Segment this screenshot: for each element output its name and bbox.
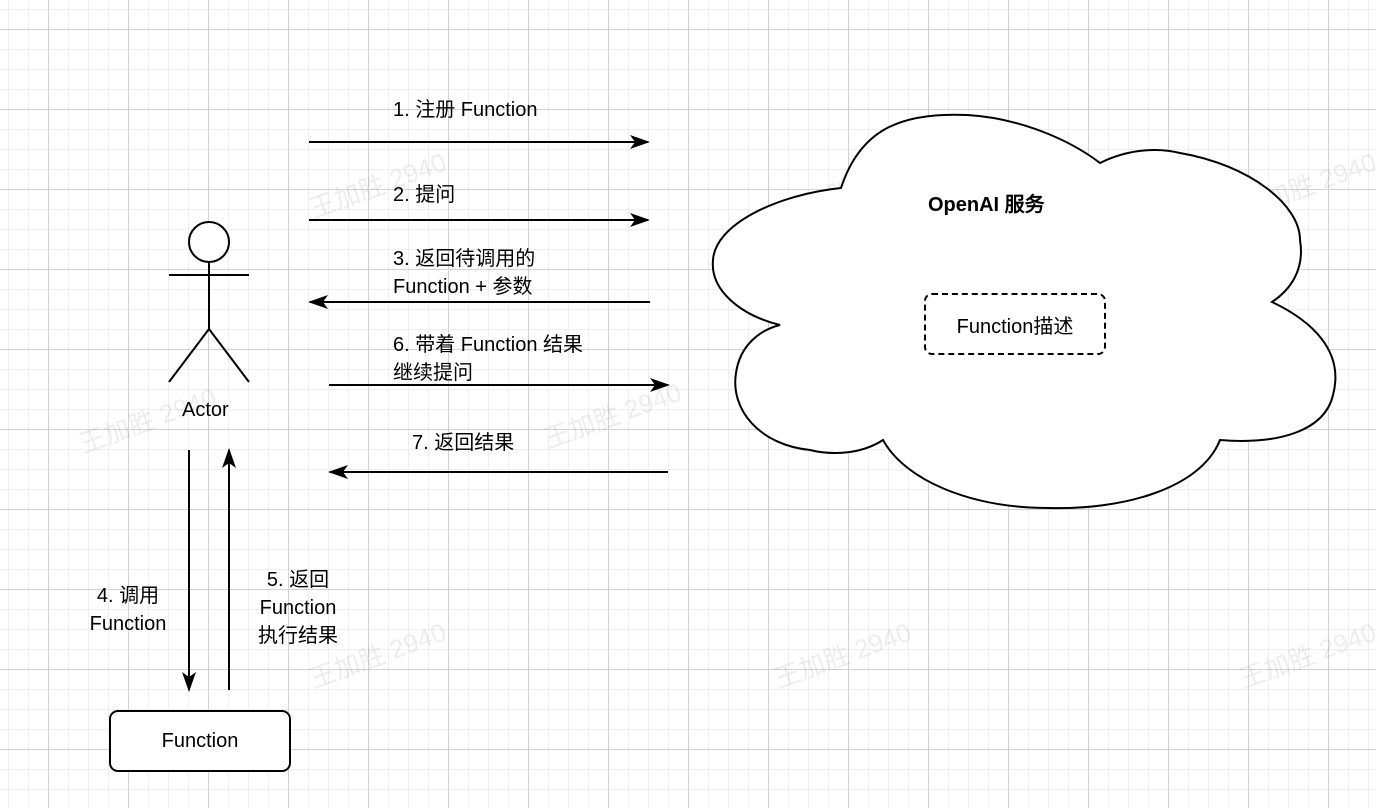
actor-right-leg xyxy=(208,328,250,383)
step-4-line-2: Function xyxy=(89,613,167,635)
step-7-line-1: 7. 返回结果 xyxy=(412,432,515,454)
step-4-line-1: 4. 调用 xyxy=(96,585,160,607)
step-2-line-1: 2. 提问 xyxy=(393,184,456,206)
step-1-line-1: 1. 注册 Function xyxy=(393,99,538,121)
step-5-label: 5. 返回 Function 执行结果 xyxy=(248,566,348,650)
actor-left-leg xyxy=(168,328,210,383)
cloud-title: OpenAI 服务 xyxy=(928,194,1045,216)
actor-label: Actor xyxy=(182,399,229,421)
step-5-line-1: 5. 返回 xyxy=(266,569,330,591)
step-6-line-1: 6. 带着 Function 结果 xyxy=(393,334,584,356)
step-1-label: 1. 注册 Function xyxy=(393,96,538,124)
actor-figure[interactable] xyxy=(168,221,250,383)
step-3-line-2: Function + 参数 xyxy=(393,276,533,298)
function-description-box[interactable]: Function描述 xyxy=(924,293,1106,355)
step-3-line-1: 3. 返回待调用的 xyxy=(393,248,536,270)
function-description-label: Function描述 xyxy=(956,315,1074,338)
step-5-line-2: Function xyxy=(259,597,337,619)
step-5-line-3: 执行结果 xyxy=(258,625,338,647)
function-node[interactable]: Function xyxy=(109,710,291,772)
step-4-label: 4. 调用 Function xyxy=(78,582,178,638)
function-node-label: Function xyxy=(161,729,239,752)
step-3-label: 3. 返回待调用的 Function + 参数 xyxy=(393,245,535,301)
step-6-line-2: 继续提问 xyxy=(393,362,473,384)
step-6-label: 6. 带着 Function 结果 继续提问 xyxy=(393,331,583,387)
actor-head xyxy=(188,221,230,263)
step-7-label: 7. 返回结果 xyxy=(412,429,514,457)
step-2-label: 2. 提问 xyxy=(393,181,455,209)
